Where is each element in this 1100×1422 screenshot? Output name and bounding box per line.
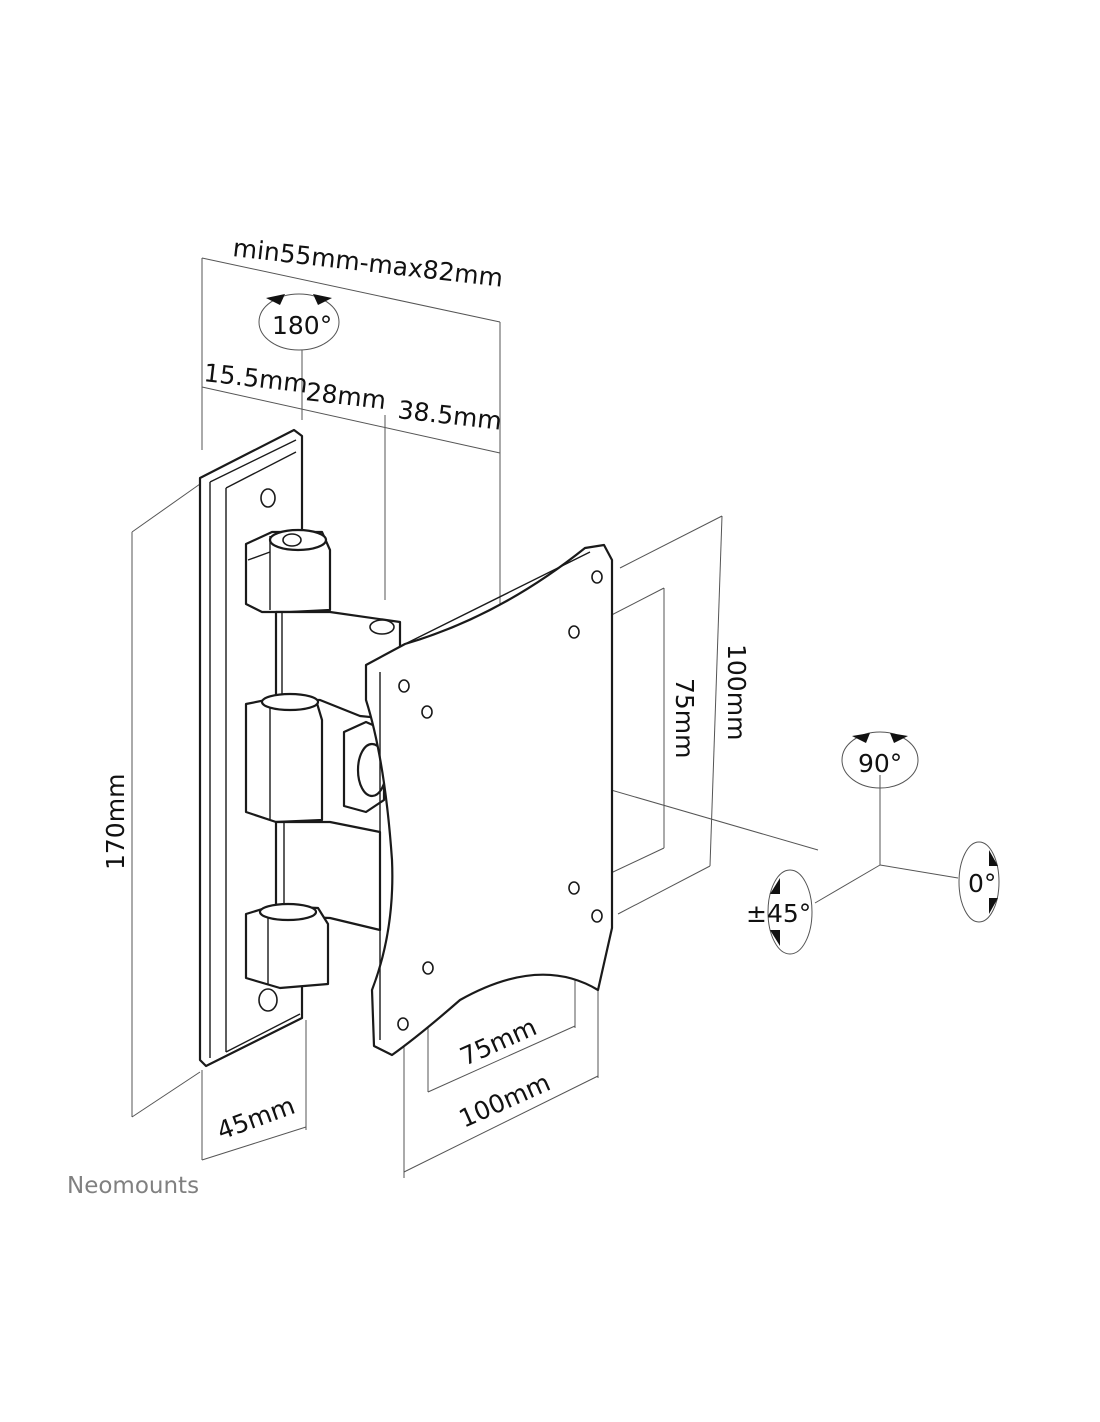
- rotation-angle-badge: 0°: [958, 841, 1000, 923]
- vesa-inner-h-label: 75mm: [670, 678, 699, 759]
- arm-pivot-hole: [369, 619, 395, 635]
- dimension-lines: [131, 257, 959, 1178]
- rotation-angle-label: 0°: [968, 869, 996, 898]
- seg-1-label: 15.5mm: [202, 358, 309, 399]
- plate-hole-top: [260, 488, 276, 508]
- total-depth-label: min55mm-max82mm: [231, 233, 504, 293]
- vesa-hole-3: [398, 679, 410, 693]
- hinge-arm: [244, 528, 402, 990]
- vesa-outer-h-label: 100mm: [722, 644, 751, 740]
- rotate-arrow-left-icon: [266, 294, 285, 305]
- vesa-hole-1: [591, 570, 603, 584]
- plate-width-label: 45mm: [213, 1091, 299, 1146]
- vesa-outer-w-label: 100mm: [455, 1068, 555, 1134]
- vesa-hole-2: [568, 625, 580, 639]
- vesa-hole-6: [591, 909, 603, 923]
- rotate-arrow-right-icon: [313, 294, 332, 305]
- plate-height-label: 170mm: [101, 774, 130, 870]
- rotation-arrow-bottom-icon: [989, 898, 998, 914]
- vesa-hole-4: [421, 705, 433, 719]
- hex-bolt-icon: [282, 533, 302, 547]
- vesa-plate: [364, 543, 614, 1057]
- swivel-angle-label: 180°: [272, 311, 332, 340]
- swivel-angle-badge: 180°: [258, 293, 340, 351]
- vesa-hole-5: [568, 881, 580, 895]
- rotate-arrow-bottom-icon: [770, 930, 780, 946]
- tilt-angle-badge: 90°: [841, 731, 919, 789]
- rotate-angle-label: ±45°: [746, 899, 811, 928]
- vesa-inner-w-label: 75mm: [456, 1012, 541, 1071]
- seg-2-label: 28mm: [304, 377, 387, 415]
- brand-logo: Neomounts: [67, 1173, 199, 1199]
- tilt-angle-label: 90°: [858, 749, 902, 778]
- vesa-hole-8: [397, 1017, 409, 1031]
- rotate-arrow-top-icon: [770, 878, 780, 894]
- rotation-arrow-top-icon: [989, 850, 998, 866]
- plate-hole-bottom: [258, 988, 278, 1012]
- tilt-arrow-left-icon: [852, 733, 870, 743]
- seg-3-label: 38.5mm: [396, 395, 503, 436]
- tilt-arrow-right-icon: [890, 733, 908, 743]
- rotate-angle-badge: ±45°: [746, 869, 813, 955]
- vesa-hole-7: [422, 961, 434, 975]
